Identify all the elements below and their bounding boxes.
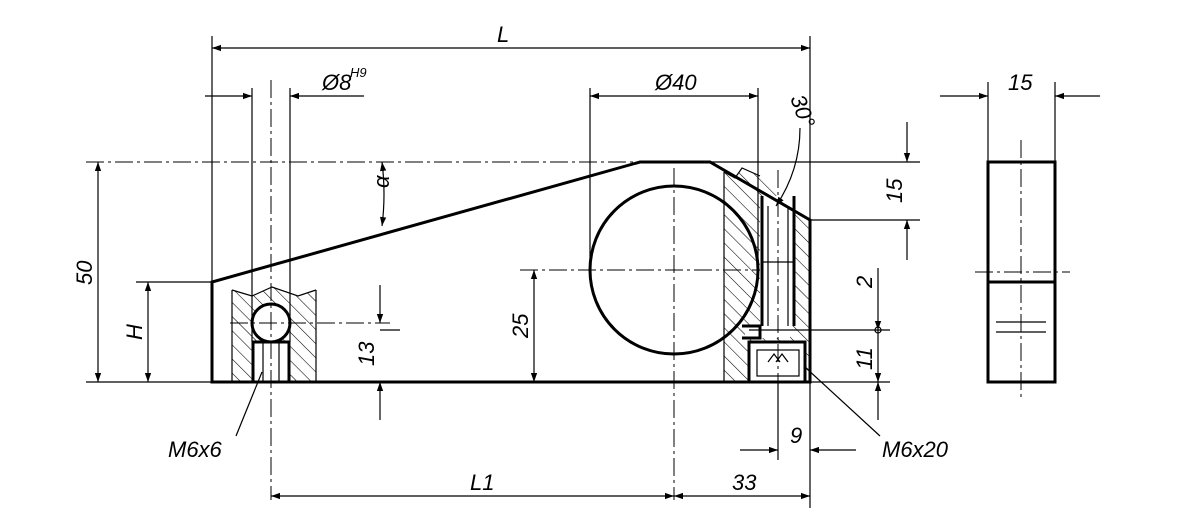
- label-d40: Ø40: [654, 70, 697, 95]
- label-H: H: [122, 324, 147, 340]
- extension-lines: [86, 36, 1056, 508]
- center-lines: [86, 80, 1070, 500]
- clamp-screw: [747, 196, 810, 384]
- label-M6x6: M6x6: [168, 437, 223, 462]
- label-h25: 25: [508, 313, 533, 339]
- dimension-labels: L Ø8 H9 Ø40 30° α 15 15 50 H 13 25 2 11 …: [72, 22, 1033, 495]
- label-h11: 11: [852, 347, 877, 370]
- label-w15-sideview: 15: [1008, 70, 1033, 95]
- label-L1: L1: [470, 470, 494, 495]
- label-d8: Ø8: [321, 70, 352, 95]
- label-h13: 13: [354, 341, 379, 366]
- label-alpha: α: [369, 174, 394, 188]
- label-h15-right: 15: [882, 178, 907, 203]
- label-w33: 33: [732, 470, 757, 495]
- label-w9: 9: [790, 423, 802, 448]
- label-angle-30: 30°: [785, 91, 820, 131]
- label-h2: 2: [852, 276, 877, 289]
- label-L: L: [497, 22, 509, 47]
- label-h50: 50: [72, 260, 97, 285]
- label-d8-tolerance: H9: [350, 65, 367, 80]
- label-M6x20: M6x20: [882, 437, 949, 462]
- hatched-section-left: [232, 287, 316, 382]
- dimension-lines: [94, 44, 1100, 500]
